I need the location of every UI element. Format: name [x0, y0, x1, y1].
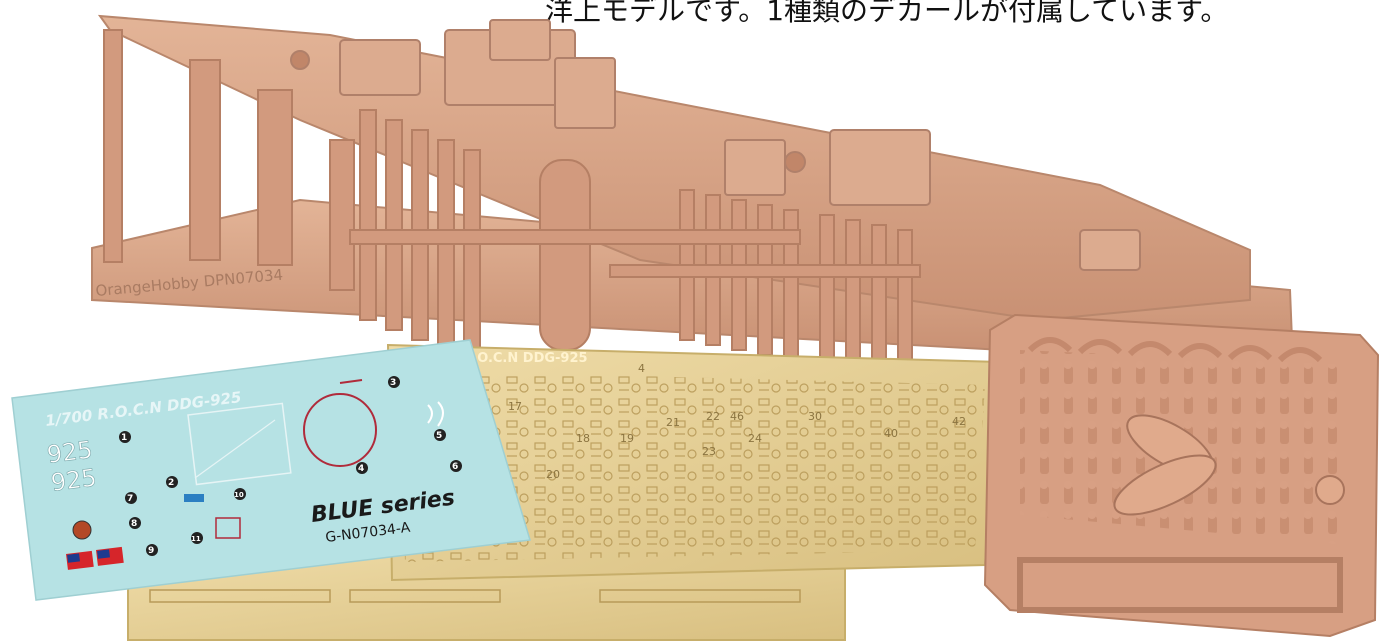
decal-marker: 10 — [234, 491, 244, 499]
decal-hull-number-1: 925 — [45, 436, 94, 469]
etch-part-number: 30 — [808, 410, 822, 423]
small-parts-cage — [983, 313, 1380, 638]
decal-marker: 9 — [148, 546, 154, 556]
decal-markers: 1 2 3 4 5 6 7 8 9 10 11 — [119, 376, 462, 556]
decal-marker: 1 — [121, 433, 127, 443]
etch-sheet-header: R.O.C.N DDG-925 — [462, 351, 588, 366]
decal-emblem — [72, 520, 92, 540]
etch-part-number: 20 — [546, 468, 560, 481]
etch-part-number: 17 — [508, 400, 522, 413]
decal-marker: 11 — [191, 535, 201, 543]
etch-part-number: 24 — [748, 432, 762, 445]
decal-marker: 2 — [168, 478, 174, 488]
etch-part-numbers: 4 17 18 19 20 21 22 23 24 30 40 42 46 — [508, 362, 966, 481]
decal-marker: 4 — [358, 464, 364, 474]
etch-part-number: 22 — [706, 410, 720, 423]
caption-text: 洋上モデルです。1種類のデカールが付属しています。 — [545, 0, 1229, 27]
decal-circle — [303, 393, 377, 467]
etch-part-number: 21 — [666, 416, 680, 429]
etch-part-number: 40 — [884, 427, 898, 440]
decal-marker: 8 — [131, 519, 137, 529]
etch-part-number: 46 — [730, 410, 744, 423]
decal-marker: 5 — [436, 431, 442, 441]
etch-part-number: 4 — [638, 362, 645, 375]
sprue-pillars — [103, 29, 921, 361]
decal-marker: 3 — [390, 378, 396, 388]
decal-marker: 7 — [127, 494, 133, 504]
etch-part-number: 23 — [702, 445, 716, 458]
superstructure — [290, 19, 1141, 271]
decal-hull-number-2: 925 — [49, 464, 98, 497]
etch-part-number: 18 — [576, 432, 590, 445]
flag-icon — [66, 546, 124, 570]
decal-marker: 6 — [452, 462, 458, 472]
etch-part-number: 19 — [620, 432, 634, 445]
decal-sheet: 1/700 R.O.C.N DDG-925 925 925 1 2 3 4 5 … — [11, 339, 531, 601]
etch-part-number: 42 — [952, 415, 966, 428]
